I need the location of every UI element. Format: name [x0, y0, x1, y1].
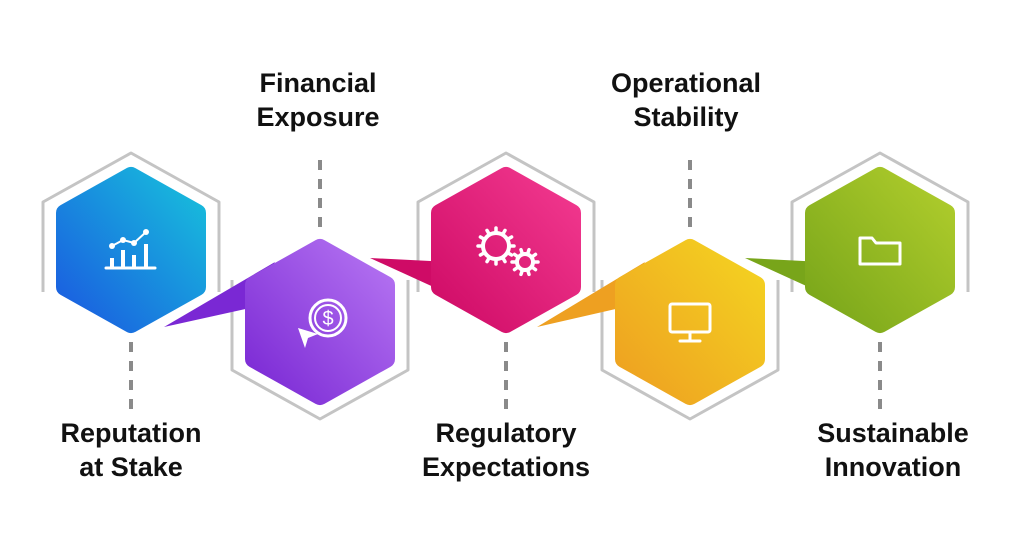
hexagon-outline	[230, 280, 410, 421]
hexagon-step-3	[431, 167, 581, 333]
gears-icon	[476, 226, 540, 277]
monitor-icon	[668, 302, 712, 343]
hexagon-step-2	[245, 239, 395, 405]
hexagon-outline	[790, 151, 970, 292]
hexagon-outline	[416, 151, 596, 292]
bar-chart-icon	[104, 229, 157, 270]
svg-text:$: $	[322, 308, 333, 330]
hexagon-step-4	[615, 239, 765, 405]
hexagon-outline	[600, 280, 780, 421]
hexagon-step-1	[56, 167, 206, 333]
hexagon-outline	[41, 151, 221, 292]
folder-icon	[858, 236, 902, 266]
dollar-cursor-icon: $	[298, 298, 348, 348]
pointer-tail	[537, 262, 645, 327]
pointer-tail	[164, 262, 275, 327]
hexagon-step-5	[805, 167, 955, 333]
